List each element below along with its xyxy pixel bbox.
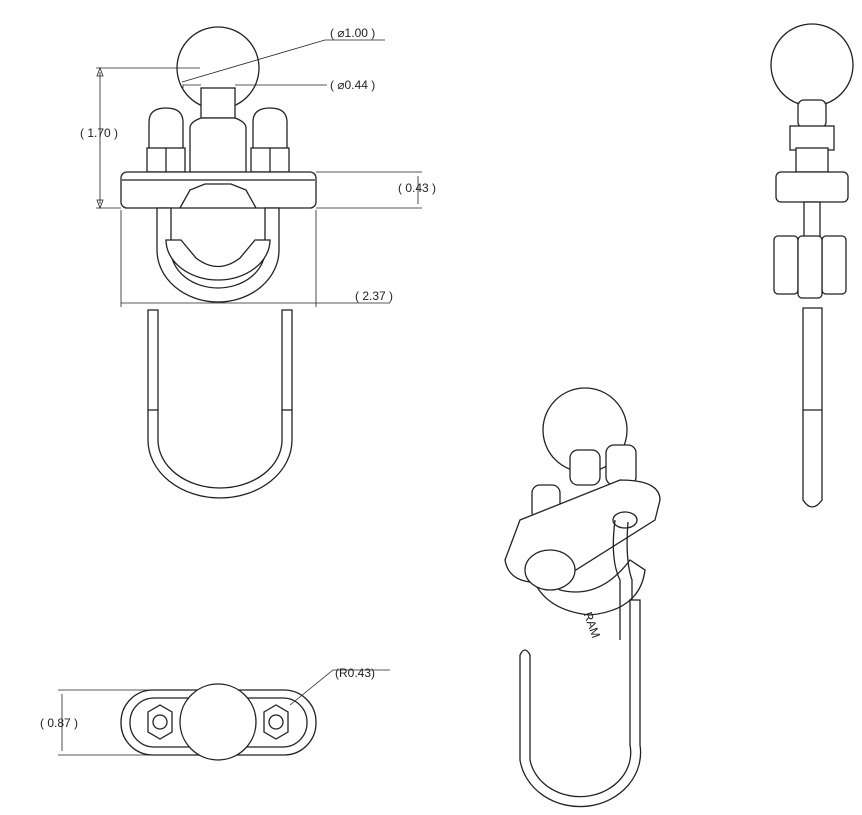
- side-view: [770, 23, 854, 508]
- iso-marking: RAM: [581, 610, 603, 640]
- dim-clamp-depth: ( 0.87 ): [40, 716, 78, 730]
- u-bolt-saddle: [156, 207, 280, 303]
- side-rod: [802, 307, 823, 508]
- ball-neck: [200, 87, 236, 119]
- iso-u-bolt: [519, 599, 642, 808]
- dim-end-radius: (R0.43): [335, 666, 375, 680]
- clamp-bar: [120, 171, 317, 209]
- side-ball: [770, 23, 854, 107]
- dim-neck-diameter: ( ⌀0.44 ): [330, 78, 375, 92]
- side-clamp: [775, 171, 849, 203]
- dim-overall-height: ( 1.70 ): [80, 126, 118, 140]
- dim-clamp-width: ( 2.37 ): [355, 289, 393, 303]
- collar: [189, 117, 247, 173]
- bottom-ball: [179, 683, 257, 761]
- isometric-view: RAM: [504, 387, 661, 808]
- dim-clamp-height: ( 0.43 ): [398, 181, 436, 195]
- right-bolt-cap: [252, 107, 288, 151]
- cradle: [165, 239, 271, 281]
- front-view: [96, 26, 422, 499]
- left-bolt-cap: [148, 107, 184, 151]
- u-bolt: [147, 309, 293, 499]
- dim-ball-diameter: ( ⌀1.00 ): [330, 26, 375, 40]
- bottom-view: [58, 669, 390, 761]
